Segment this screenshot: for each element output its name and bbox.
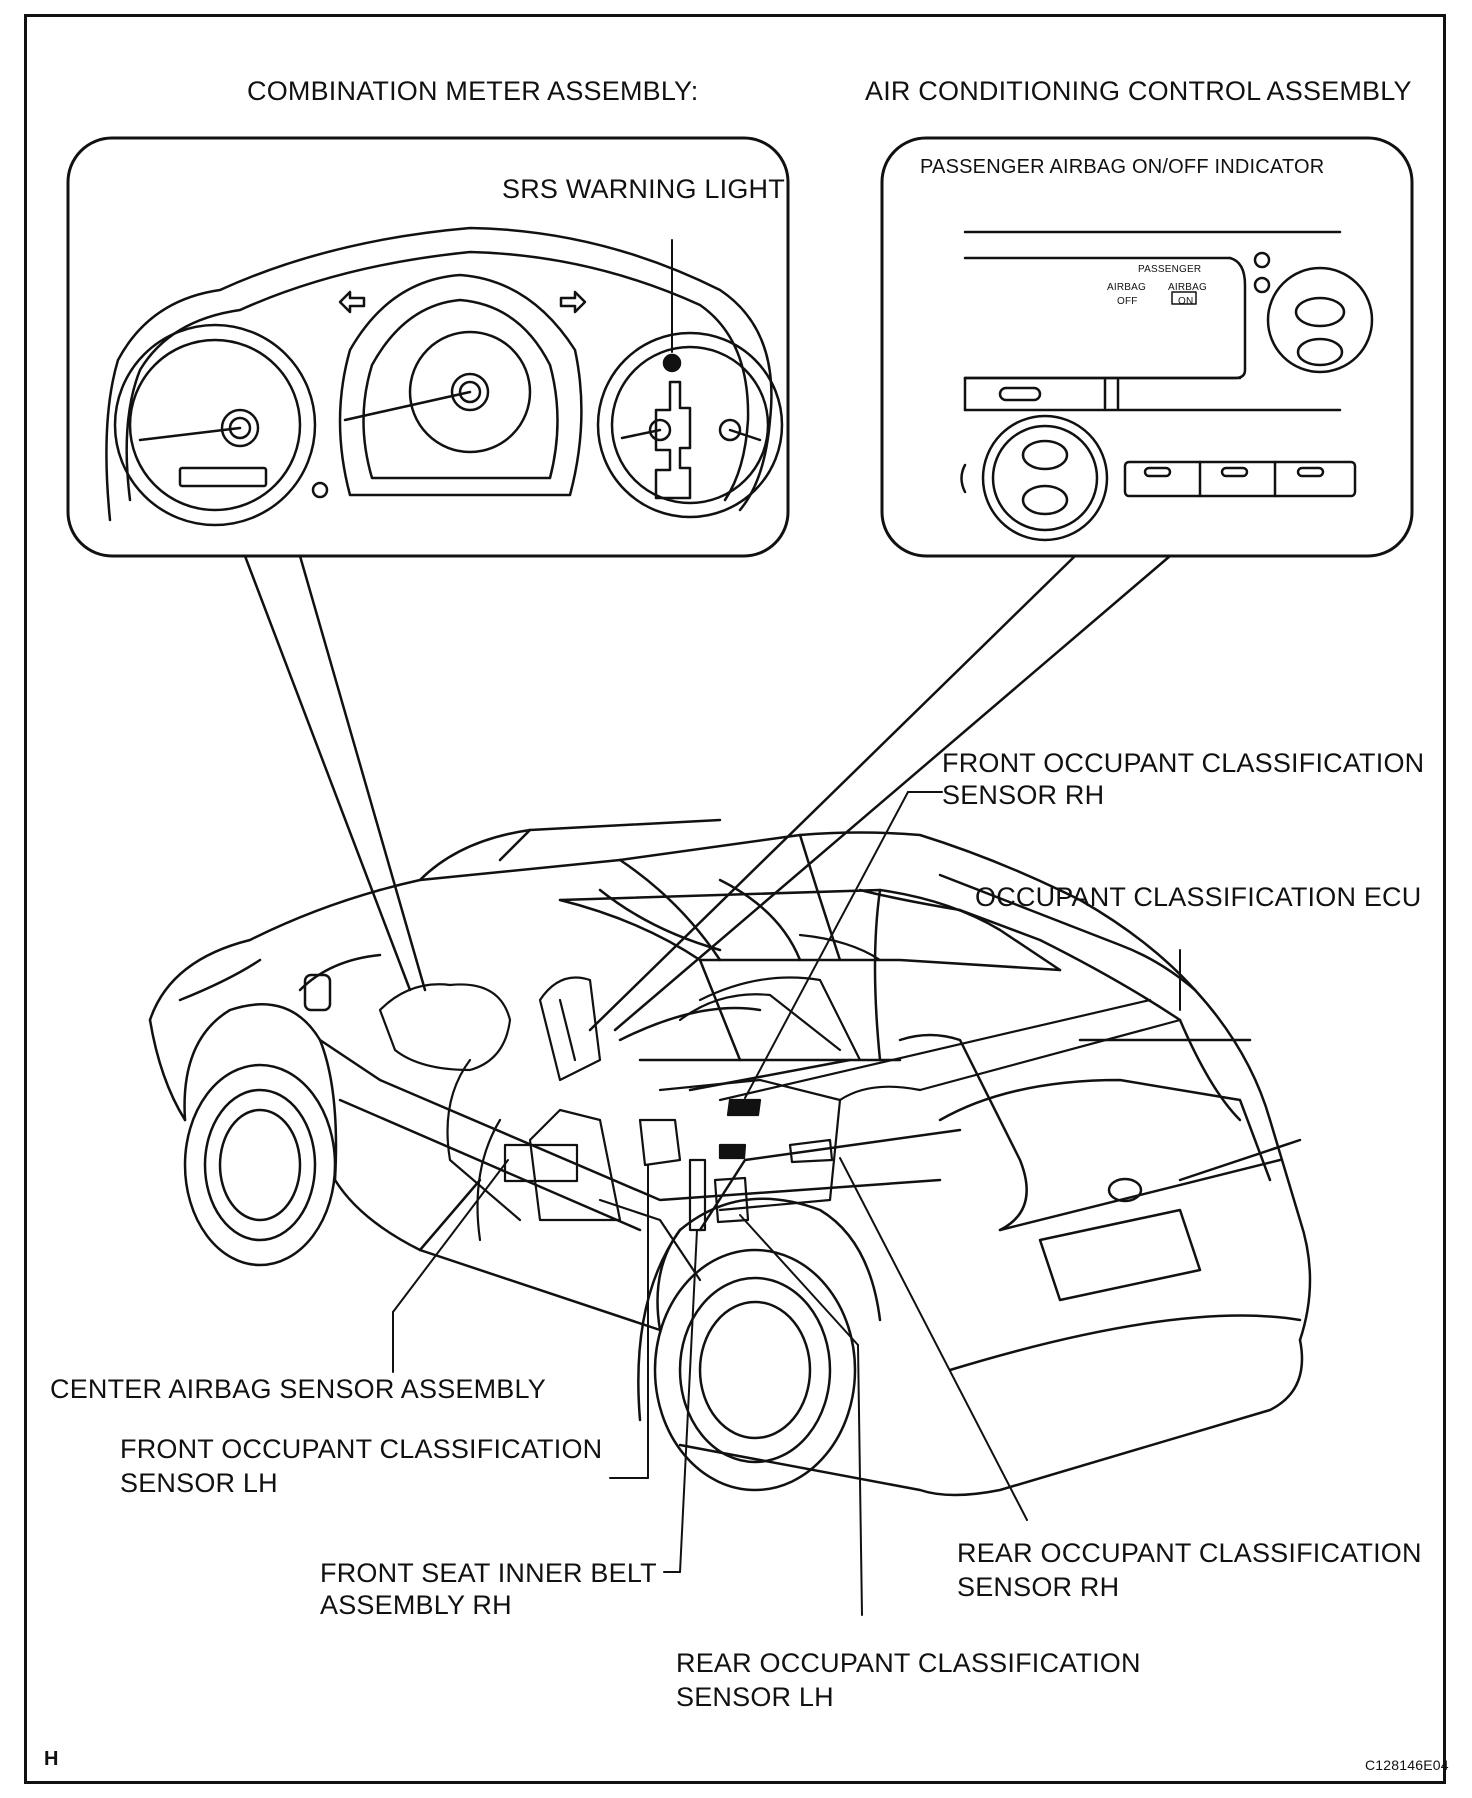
front-occ-sensor-lh-part <box>638 1118 682 1167</box>
panel-airbag-off-line1: AIRBAG <box>1107 282 1146 293</box>
rear-occ-sensor-lh-label-line2: SENSOR LH <box>676 1682 834 1712</box>
ecu-harness-line <box>918 1018 1182 1092</box>
right-turn-arrow-icon <box>559 290 587 314</box>
front-occ-sensor-rh-label-line2: SENSOR RH <box>942 780 1105 810</box>
front-occ-sensor-lh-label-line1: FRONT OCCUPANT CLASSIFICATION <box>120 1434 603 1464</box>
passenger-airbag-indicator-label: PASSENGER AIRBAG ON/OFF INDICATOR <box>920 156 1325 178</box>
front-occ-sensor-rh-label-line1: FRONT OCCUPANT CLASSIFICATION <box>942 748 1425 778</box>
rear-occ-sensor-rh-part <box>788 1138 834 1164</box>
panel-passenger-text: PASSENGER <box>1138 264 1202 275</box>
right-gauge <box>596 331 784 519</box>
front-occ-sensor-lh-label-line2: SENSOR LH <box>120 1468 278 1498</box>
rear-occ-sensor-lh-label-line1: REAR OCCUPANT CLASSIFICATION <box>676 1648 1141 1678</box>
front-occ-sensor-rh-part <box>726 1098 762 1117</box>
panel-airbag-on-line2: ON <box>1178 296 1194 307</box>
panel-airbag-on-line1: AIRBAG <box>1168 282 1207 293</box>
combination-meter-inset <box>66 136 790 558</box>
center-airbag-sensor-label: CENTER AIRBAG SENSOR ASSEMBLY <box>50 1374 546 1404</box>
combination-meter-title: COMBINATION METER ASSEMBLY: <box>247 76 699 106</box>
front-seat-belt-label-line1: FRONT SEAT INNER BELT <box>320 1558 657 1588</box>
section-letter: H <box>44 1748 59 1770</box>
label-leaders <box>392 791 1181 1616</box>
callout-beams <box>243 554 1172 1032</box>
front-seat-belt-label-line2: ASSEMBLY RH <box>320 1590 512 1620</box>
panel-airbag-off-line2: OFF <box>1117 296 1138 307</box>
ac-control-title: AIR CONDITIONING CONTROL ASSEMBLY <box>865 76 1412 106</box>
center-speedometer <box>338 273 587 497</box>
srs-warning-icon <box>662 353 682 373</box>
dash-meter <box>378 983 512 1072</box>
interior-components <box>378 933 1182 1282</box>
seat-belt-part <box>688 1158 707 1232</box>
rear-occ-sensor-rh-label-line1: REAR OCCUPANT CLASSIFICATION <box>957 1538 1422 1568</box>
figure-code: C128146E04 <box>1365 1757 1449 1773</box>
occupant-ecu-label: OCCUPANT CLASSIFICATION ECU <box>975 882 1422 912</box>
ac-control-inset <box>880 136 1414 558</box>
rear-occ-sensor-lh-part <box>713 1176 750 1224</box>
left-turn-arrow-icon <box>338 290 366 314</box>
srs-warning-light-label: SRS WARNING LIGHT <box>502 174 785 204</box>
indicator-dot <box>311 481 329 499</box>
rear-occ-sensor-rh-label-line2: SENSOR RH <box>957 1572 1120 1602</box>
left-gauge <box>113 323 317 527</box>
diagram-frame <box>24 14 1446 1784</box>
